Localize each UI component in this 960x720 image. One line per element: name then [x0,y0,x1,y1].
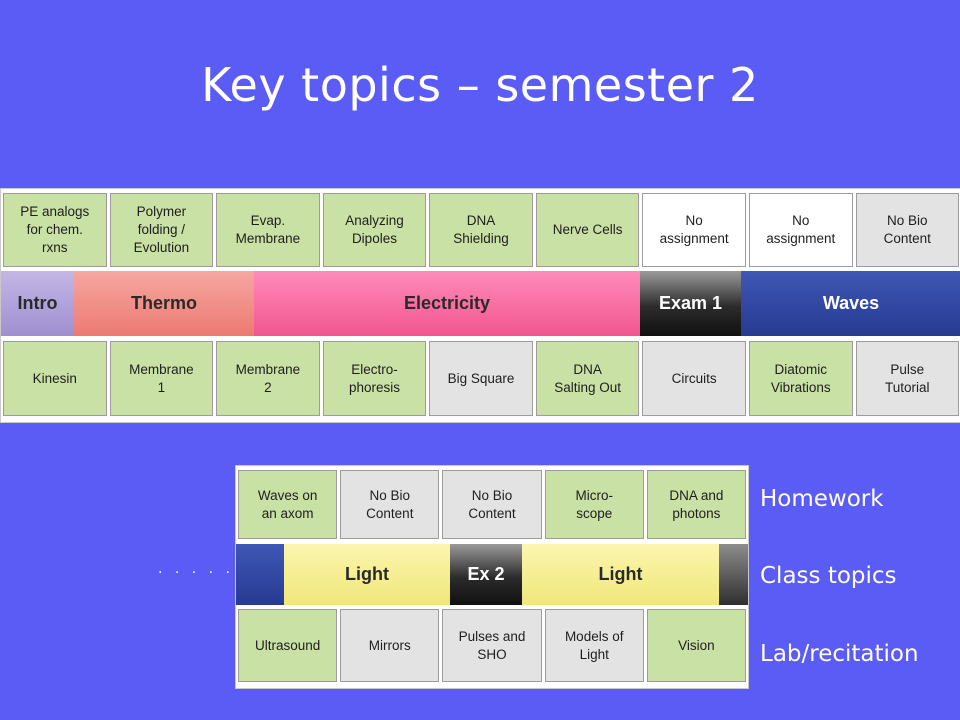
lab-cell: Pulse Tutorial [855,341,960,416]
lab-cell: Kinesin [3,341,107,416]
topic-thermo: Thermo [74,271,254,336]
topic-waves-continued [236,544,284,605]
topic-waves: Waves [741,271,960,336]
lab-cell: Vision [646,609,747,682]
lab-cell: Big Square [429,341,533,416]
topic-exam-1: Exam 1 [640,271,741,336]
homework-cell: Polymer folding / Evolution [109,193,214,267]
homework-cell: Waves on an axom [238,470,338,539]
homework-row-2: Waves on an axom No Bio Content No Bio C… [236,470,748,539]
lab-row-1: Kinesin Membrane 1 Membrane 2 Electro- p… [1,341,960,416]
schedule-table-1: PE analogs for chem. rxns Polymer foldin… [0,188,960,423]
topic-electricity: Electricity [254,271,640,336]
homework-cell: No assignment [642,193,746,267]
continuation-ellipsis: . . . . . [158,560,235,577]
topic-exam-2: Ex 2 [450,544,522,605]
homework-row-1: PE analogs for chem. rxns Polymer foldin… [1,193,960,267]
homework-cell: No Bio Content [340,470,440,539]
lab-cell: Diatomic Vibrations [748,341,853,416]
lab-cell: Circuits [642,341,746,416]
class-topics-band-2: Light Ex 2 Light [236,544,748,605]
legend-lab: Lab/recitation [760,641,919,667]
homework-cell: Analyzing Dipoles [322,193,427,267]
lab-cell: Membrane 2 [216,341,320,416]
homework-cell: No assignment [748,193,853,267]
topic-light: Light [522,544,719,605]
topic-next-block [719,544,748,605]
class-topics-band-1: Intro Thermo Electricity Exam 1 Waves [1,271,960,336]
homework-cell: No Bio Content [442,470,542,539]
legend-class-topics: Class topics [760,563,897,589]
lab-cell: Mirrors [340,609,440,682]
lab-cell: Membrane 1 [109,341,214,416]
page-title: Key topics – semester 2 [201,58,759,112]
homework-cell: DNA Shielding [429,193,533,267]
lab-cell: DNA Salting Out [535,341,640,416]
homework-cell: Micro- scope [544,470,644,539]
topic-intro: Intro [1,271,74,336]
homework-cell: PE analogs for chem. rxns [3,193,107,267]
lab-cell: Ultrasound [238,609,338,682]
schedule-table-2: Waves on an axom No Bio Content No Bio C… [235,465,749,689]
lab-cell: Models of Light [544,609,644,682]
lab-cell: Pulses and SHO [442,609,542,682]
lab-cell: Electro- phoresis [322,341,427,416]
lab-row-2: Ultrasound Mirrors Pulses and SHO Models… [236,609,748,682]
legend-homework: Homework [760,486,884,512]
homework-cell: No Bio Content [855,193,960,267]
homework-cell: Evap. Membrane [216,193,320,267]
homework-cell: Nerve Cells [535,193,640,267]
topic-light: Light [284,544,450,605]
homework-cell: DNA and photons [646,470,747,539]
